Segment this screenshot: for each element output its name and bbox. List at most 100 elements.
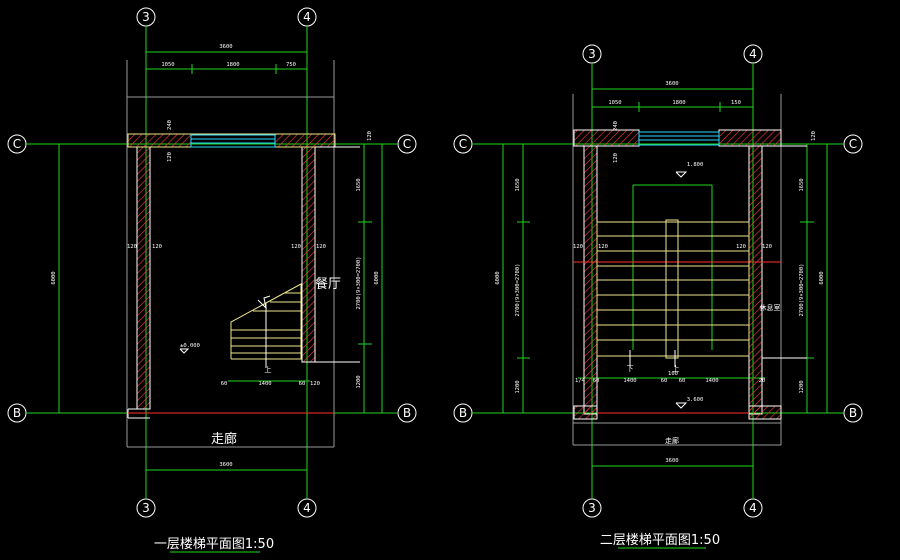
axis-label: C — [403, 137, 411, 151]
axis-label: 4 — [303, 501, 311, 515]
dim-height-right: 6000 — [819, 271, 825, 284]
dim-bot-run: 1400 — [623, 378, 636, 384]
window — [190, 134, 276, 148]
axis-marker-c-right: C — [843, 134, 863, 154]
room-lounge: 休息室 — [760, 303, 781, 312]
dim-right-upper: 1650 — [799, 178, 805, 191]
axis-marker-4-bottom: 4 — [297, 498, 317, 518]
dim-bot-run: 1400 — [705, 378, 718, 384]
plan-title: 一层楼梯平面图1:50 — [154, 537, 274, 552]
dim-bot: 60 — [661, 378, 668, 384]
dim-overall-top: 3600 — [665, 81, 678, 87]
dim-bot: 100 — [668, 371, 678, 377]
dim-bot: 120 — [310, 381, 320, 387]
walls — [127, 133, 360, 419]
dim-left-mid: 2700(9×300=2700) — [515, 264, 521, 317]
axis-marker-c-left: C — [7, 134, 27, 154]
dim-bot: 60 — [299, 381, 306, 387]
axis-label: B — [849, 406, 857, 420]
level-mark: ±0.000 — [180, 343, 200, 349]
axis-label: 4 — [749, 47, 757, 61]
dim-wall: 120 — [152, 244, 162, 250]
axis-label: B — [459, 406, 467, 420]
axis-marker-4-bottom: 4 — [743, 498, 763, 518]
axis-marker-3-top: 3 — [582, 44, 602, 64]
axis-marker-b-left: B — [7, 403, 27, 423]
room-corridor: 走廊 — [665, 436, 679, 445]
dim-bot: 60 — [221, 381, 228, 387]
dim-left-lower: 1200 — [515, 380, 521, 393]
dimension-texts: 3600 1050 1800 750 3600 6000 6000 1650 2… — [51, 44, 380, 468]
dim-left-upper: 1650 — [515, 178, 521, 191]
axis-marker-4-top: 4 — [743, 44, 763, 64]
dim-wall: 120 — [762, 244, 772, 250]
axis-marker-3-top: 3 — [136, 7, 156, 27]
axis-label: C — [849, 137, 857, 151]
outline — [126, 60, 335, 448]
axis-marker-3-bottom: 3 — [136, 498, 156, 518]
dim-side-r: 120 — [811, 131, 817, 141]
room-dining: 餐厅 — [315, 276, 341, 292]
dim-height-right: 6000 — [374, 271, 380, 284]
dim-bot-run: 1400 — [258, 381, 271, 387]
axis-label: C — [459, 137, 467, 151]
dim-seg-left: 1050 — [608, 100, 621, 106]
axis-label: B — [403, 406, 411, 420]
walls — [573, 129, 807, 420]
dim-right-upper: 1650 — [356, 178, 362, 191]
dim-wall: 120 — [736, 244, 746, 250]
dim-height-left: 6000 — [51, 271, 57, 284]
dim-top-wall2: 120 — [167, 152, 173, 162]
window — [638, 131, 720, 146]
stair-note-down: 下 — [627, 365, 634, 373]
dim-wall: 120 — [573, 244, 583, 250]
dim-right-mid: 2700(9×300=2700) — [356, 257, 362, 310]
dim-overall-bottom: 3600 — [665, 458, 678, 464]
axis-marker-b-left: B — [453, 403, 473, 423]
plan-title: 二层楼梯平面图1:50 — [600, 533, 720, 548]
dim-right-lower: 1200 — [799, 380, 805, 393]
axis-marker-4-top: 4 — [297, 7, 317, 27]
dimension-texts: 3600 1050 1800 150 3600 6000 6000 1650 2… — [495, 81, 825, 464]
axis-marker-b-right: B — [397, 403, 417, 423]
dim-seg-right: 750 — [286, 62, 296, 68]
axis-label: 3 — [588, 47, 596, 61]
dim-wall: 120 — [598, 244, 608, 250]
dim-seg-mid: 1800 — [672, 100, 685, 106]
dim-bot: 1/4 — [575, 378, 586, 384]
axis-label: 3 — [588, 501, 596, 515]
axis-label: B — [13, 406, 21, 420]
stair-note-up: 上 — [673, 364, 680, 373]
outline — [572, 94, 782, 446]
axis-marker-c-left: C — [453, 134, 473, 154]
dim-overall-bottom: 3600 — [219, 462, 232, 468]
dim-seg-mid: 1800 — [226, 62, 239, 68]
dim-height-left: 6000 — [495, 271, 501, 284]
dim-right-mid: 2700(9×300=2700) — [799, 264, 805, 317]
level-landing: 1.800 — [687, 162, 704, 168]
dim-seg-right: 150 — [731, 100, 741, 106]
axis-label: 4 — [303, 10, 311, 24]
dim-side-r: 120 — [367, 131, 373, 141]
stair-flights — [596, 219, 750, 367]
first-floor-plan: 3 4 3 4 C B C B — [7, 7, 417, 553]
second-floor-plan: 3 4 3 4 C B C B — [453, 44, 863, 549]
axis-label: 3 — [142, 10, 150, 24]
dim-top-wall: 240 — [167, 120, 173, 130]
dim-overall-top: 3600 — [219, 44, 232, 50]
axis-marker-3-bottom: 3 — [582, 498, 602, 518]
dim-top-wall2: 120 — [613, 153, 619, 163]
dim-wall: 120 — [291, 244, 301, 250]
dim-seg-left: 1050 — [161, 62, 174, 68]
dim-bot: 60 — [593, 378, 600, 384]
level-floor: 3.600 — [687, 397, 704, 403]
axis-marker-c-right: C — [397, 134, 417, 154]
axis-label: 4 — [749, 501, 757, 515]
dim-wall: 120 — [316, 244, 326, 250]
dim-top-wall: 240 — [613, 121, 619, 131]
stair-flight — [230, 283, 302, 368]
dim-bot: 60 — [679, 378, 686, 384]
room-corridor: 走廊 — [211, 431, 237, 447]
dimension-lines — [472, 63, 844, 499]
